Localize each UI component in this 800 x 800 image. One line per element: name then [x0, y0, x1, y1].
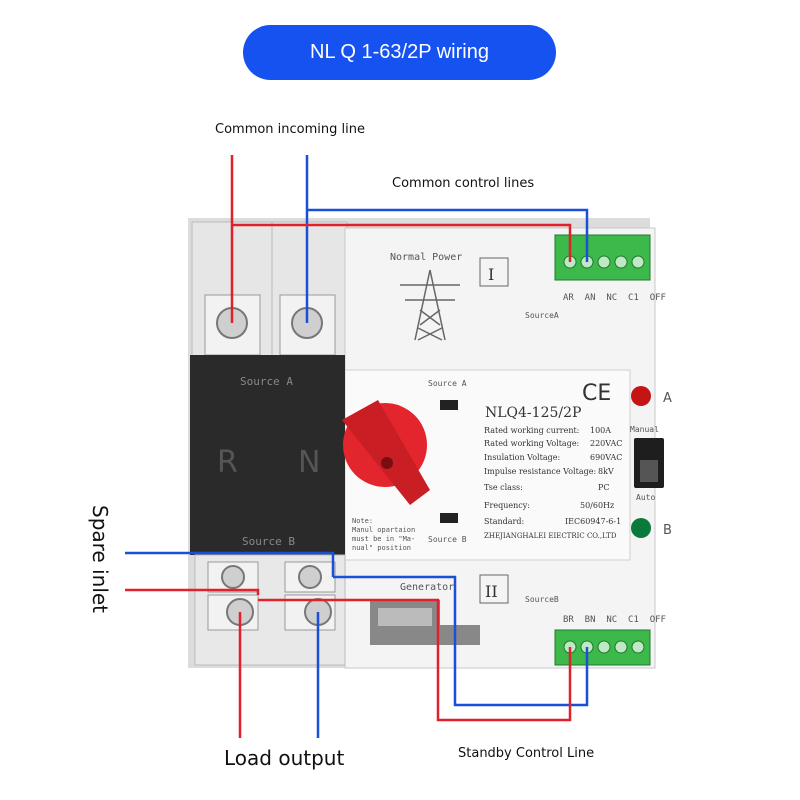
- lamp-a-icon: [631, 386, 651, 406]
- source-b-window: [440, 513, 458, 523]
- dark-source-b-label: Source B: [242, 535, 295, 548]
- svg-text:8kV: 8kV: [598, 467, 614, 476]
- svg-text:Manul opartaion: Manul opartaion: [352, 526, 415, 534]
- svg-text:50/60Hz: 50/60Hz: [580, 501, 614, 510]
- lamp-b-icon: [631, 518, 651, 538]
- ce-mark: CE: [582, 381, 611, 406]
- common-control-label: Common control lines: [392, 176, 535, 191]
- svg-text:PC: PC: [598, 483, 610, 492]
- manufacturer-label: ZHEJIANGHALEI EIECTRIC CO.,LTD: [484, 532, 617, 540]
- front-panel: [344, 369, 631, 561]
- svg-text:Tse class:: Tse class:: [484, 483, 523, 492]
- load-output-label: Load output: [224, 746, 345, 770]
- svg-text:Insulation Voltage:: Insulation Voltage:: [484, 453, 560, 462]
- svg-text:Rated working Voltage:: Rated working Voltage:: [484, 439, 579, 448]
- svg-text:nual" position: nual" position: [352, 544, 411, 552]
- roman-ii-label: II: [485, 582, 498, 601]
- source-a-tag: SourceA: [525, 311, 559, 320]
- source-i-box: [479, 257, 509, 287]
- source-a-window: [440, 400, 458, 410]
- dark-source-a-label: Source A: [240, 375, 293, 388]
- control-neutral-wire: [307, 208, 589, 262]
- svg-text:IEC60947-6-1: IEC60947-6-1: [565, 517, 621, 526]
- roman-i-label: I: [488, 265, 494, 284]
- auto-label: Auto: [636, 493, 655, 502]
- indicator-a-label: A: [663, 391, 672, 406]
- standby-neutral-wire: [333, 575, 589, 707]
- indicator-b-label: B: [663, 523, 672, 538]
- control-live-wire: [232, 223, 572, 262]
- svg-text:Note:: Note:: [352, 517, 373, 525]
- phase-r-label: R: [217, 445, 238, 480]
- svg-text:Frequency:: Frequency:: [484, 501, 530, 510]
- manual-label: Manual: [630, 425, 659, 434]
- standby-live-wire: [258, 598, 572, 722]
- svg-text:must be in "Ma-: must be in "Ma-: [352, 535, 415, 543]
- phase-n-label: N: [298, 445, 320, 480]
- switch-slider: [640, 460, 658, 482]
- rotary-handle-icon: [342, 400, 430, 505]
- svg-text:Impulse resistance Voltage:: Impulse resistance Voltage:: [484, 467, 596, 476]
- generator-icon: [370, 600, 480, 645]
- generator-label: Generator: [400, 582, 454, 593]
- normal-power-label: Normal Power: [390, 252, 462, 263]
- spec-table: Rated working current: 100A Rated working…: [484, 426, 622, 540]
- spare-live-wire: [125, 588, 260, 595]
- svg-text:Rated working current:: Rated working current:: [484, 426, 579, 435]
- svg-text:100A: 100A: [590, 426, 611, 435]
- terminal-b-labels: BR BN NC C1 OFF: [563, 615, 666, 625]
- spare-inlet-label: Spare inlet: [88, 505, 112, 614]
- terminal-a-labels: AR AN NC C1 OFF: [563, 293, 666, 303]
- power-pylon-icon: [400, 269, 460, 341]
- svg-text:220VAC: 220VAC: [590, 439, 622, 448]
- common-incoming-label: Common incoming line: [215, 122, 365, 137]
- standby-control-label: Standby Control Line: [458, 746, 595, 761]
- model-label: NLQ4-125/2P: [485, 405, 581, 421]
- source-b-window-label: Source B: [428, 535, 467, 544]
- note-text: Note: Manul opartaion must be in "Ma- nu…: [352, 517, 415, 552]
- source-a-window-label: Source A: [428, 379, 467, 388]
- source-ii-box: [479, 574, 509, 604]
- switch-body: [190, 355, 345, 555]
- screw-icon: [298, 565, 322, 589]
- screw-icon: [221, 565, 245, 589]
- source-b-tag: SourceB: [525, 595, 559, 604]
- diagram-title: NL Q 1-63/2P wiring: [243, 25, 556, 80]
- spare-neutral-wire: [125, 551, 335, 577]
- svg-text:Standard:: Standard:: [484, 517, 524, 526]
- svg-text:690VAC: 690VAC: [590, 453, 622, 462]
